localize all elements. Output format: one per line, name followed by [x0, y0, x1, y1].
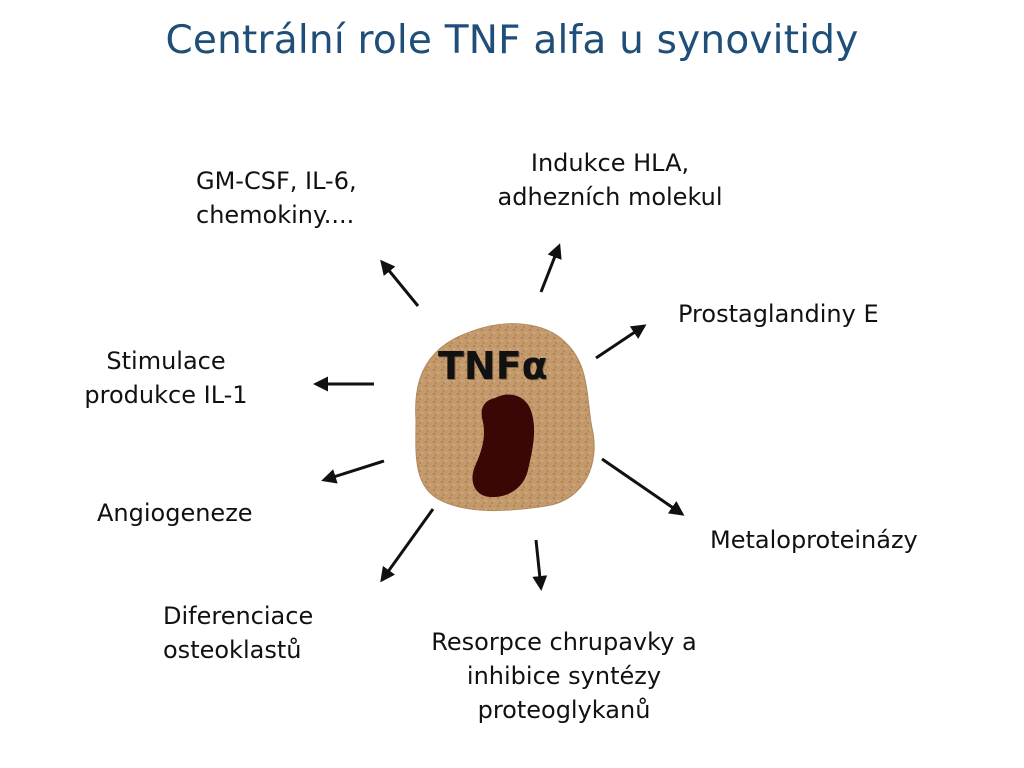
label-angiogeneze: Angiogeneze — [97, 499, 253, 527]
label-gmcsf: GM-CSF, IL-6, chemokiny.... — [196, 167, 357, 229]
arrow-osteoklasty — [380, 508, 435, 583]
label-il1: Stimulace produkce IL-1 — [84, 347, 248, 409]
cell-nucleus — [472, 394, 535, 498]
arrow-metaloproteinazy — [601, 457, 685, 516]
label-metaloproteinazy: Metaloproteinázy — [710, 526, 918, 554]
arrow-resorpce — [532, 539, 548, 591]
label-resorpce: Resorpce chrupavky a inhibice syntézy pr… — [431, 628, 697, 724]
label-prostaglandiny: Prostaglandiny E — [678, 300, 879, 328]
arrow-prostaglandiny — [595, 324, 647, 360]
arrow-angiogeneze — [321, 459, 385, 484]
slide-title: Centrální role TNF alfa u synovitidy — [165, 18, 859, 63]
arrow-gmcsf — [380, 259, 420, 307]
tnf-alpha-label: TNFα — [438, 344, 548, 388]
label-osteoklasty: Diferenciace osteoklastů — [163, 602, 314, 664]
arrow-hla — [539, 243, 562, 293]
label-hla: Indukce HLA, adhezních molekul — [497, 149, 723, 211]
